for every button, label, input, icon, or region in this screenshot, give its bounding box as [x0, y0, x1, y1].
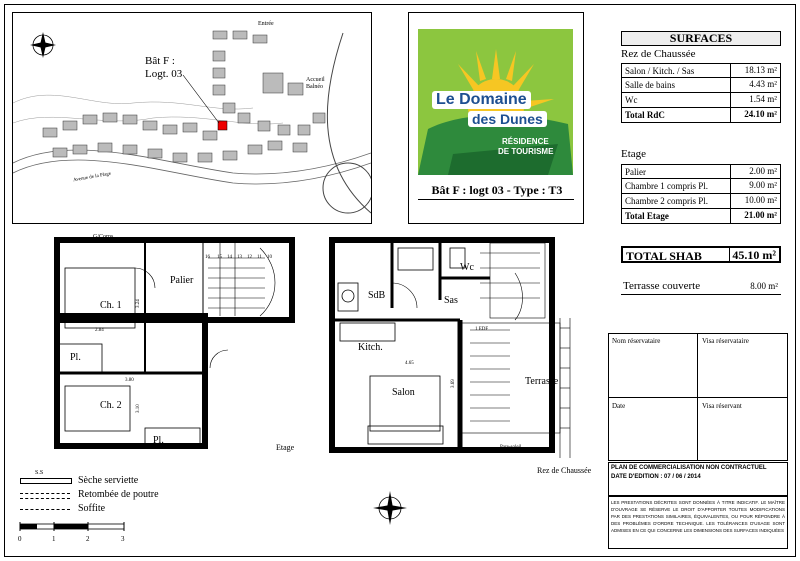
sheet-frame	[4, 4, 796, 557]
compass-icon	[373, 491, 407, 525]
svg-text:14: 14	[227, 255, 233, 260]
logo-line2: des Dunes	[468, 111, 547, 127]
svg-text:15: 15	[217, 255, 223, 260]
disclaimer-text: LES PRESTATIONS DÉCRITES SONT DONNÉES À …	[611, 500, 785, 533]
room-sas: Sas	[444, 295, 458, 306]
pare-soleil-label: Pare-soleil	[500, 445, 522, 450]
dim-465: 4.65	[405, 361, 414, 366]
rdc-label: Rez de Chaussée	[621, 48, 696, 60]
nom-reservataire-label: Nom réservataire	[612, 337, 661, 345]
rdc-caption: Rez de Chaussée	[537, 466, 592, 475]
room-sdb: SdB	[368, 290, 386, 301]
dim-369: 3.69	[451, 379, 456, 388]
logo-frame	[408, 12, 584, 224]
terrasse-label: Terrasse couverte	[623, 280, 701, 292]
site-plan-drawing	[13, 30, 371, 214]
svg-text:3: 3	[121, 535, 125, 543]
legend-item: Soffite	[78, 503, 106, 514]
surfaces-title: SURFACES	[621, 31, 781, 46]
svg-text:0: 0	[18, 535, 22, 543]
highlighted-lot	[217, 120, 228, 131]
logo-sub2: DE TOURISME	[498, 147, 554, 156]
terrasse-underline	[621, 294, 781, 295]
logo-sub1: RÉSIDENCE	[502, 137, 549, 146]
svg-text:2: 2	[86, 535, 90, 543]
site-label-accueil: Accueil	[306, 77, 325, 83]
svg-text:12: 12	[247, 255, 253, 260]
signature-hdivider	[608, 397, 788, 398]
site-label-bat: Bât F :	[145, 55, 175, 67]
visa-reservataire-label: Visa réservataire	[702, 337, 749, 345]
logo-caption: Bât F : logt 03 - Type : T3	[431, 183, 563, 197]
room-salon: Salon	[392, 387, 415, 398]
legend-retombee-symbol	[20, 493, 70, 499]
site-plan: Bât F : Logt. 03 Entrée Accueil Balnéo A…	[12, 12, 372, 224]
etage-caption: Etage	[276, 443, 295, 452]
svg-text:1: 1	[52, 535, 56, 543]
etage-row: Chambre 2 compris Pl.10.00 m²	[621, 194, 781, 209]
legend-item: Sèche serviette	[78, 475, 139, 486]
etage-plan: 16 15 14 13 12 11 10 G/Corps Ch. 1 Ch. 2…	[54, 234, 295, 449]
plan-info-box	[608, 462, 788, 496]
room-wc: Wc	[460, 262, 474, 273]
gcorps-label: G/Corps	[93, 234, 114, 240]
visa-reservant-label: Visa réservant	[702, 402, 742, 410]
room-ch1: Ch. 1	[100, 300, 122, 311]
etage-label: Etage	[621, 148, 647, 160]
dim-324: 3.24	[136, 299, 141, 308]
legend-soffite-symbol	[20, 509, 70, 510]
logo-caption-underline	[418, 199, 574, 200]
dim-284: 2.84	[95, 328, 104, 333]
svg-text:10: 10	[267, 255, 273, 260]
room-palier: Palier	[170, 275, 194, 286]
room-terrasse: Terrasse	[525, 376, 559, 387]
pl2-label: Pl.	[153, 435, 164, 446]
legend-ss: S.S	[35, 470, 44, 476]
rdc-plan: SdB Wc Sas Kitch. Salon Terrasse 1 EDF 4…	[329, 237, 571, 458]
site-label-logt: Logt. 03	[145, 68, 183, 80]
edf-label: 1 EDF	[475, 327, 488, 332]
room-ch2: Ch. 2	[100, 400, 122, 411]
svg-text:13: 13	[237, 255, 243, 260]
svg-text:16: 16	[205, 255, 211, 260]
north-arrow-icon	[30, 32, 56, 58]
site-label-entree: Entrée	[258, 21, 274, 27]
pl1-label: Pl.	[70, 352, 81, 363]
logo: Le Domaine des Dunes RÉSIDENCE DE TOURIS…	[418, 29, 573, 175]
dim-380: 3.80	[125, 378, 134, 383]
legend-seche-symbol	[20, 478, 72, 484]
disclaimer-box	[608, 496, 788, 549]
logo-line1: Le Domaine	[432, 91, 531, 109]
date-edition: DATE D'EDITION : 07 / 06 / 2014	[611, 474, 701, 480]
terrasse-value: 8.00 m²	[750, 281, 778, 291]
legend-item: Retombée de poutre	[78, 489, 159, 500]
stair-numbers: 16 15 14 13 12 11 10	[205, 255, 273, 260]
site-label-balneo: Balnéo	[306, 84, 323, 90]
dim-310: 3.10	[136, 404, 141, 413]
room-kitch: Kitch.	[358, 342, 383, 353]
svg-text:11: 11	[257, 255, 262, 260]
scale-bar: 0 1 2 3	[18, 522, 125, 543]
plan-title: PLAN DE COMMERCIALISATION NON CONTRACTUE…	[611, 465, 767, 471]
etage-row: Chambre 1 compris Pl.9.00 m²	[621, 179, 781, 194]
date-label: Date	[612, 402, 626, 410]
